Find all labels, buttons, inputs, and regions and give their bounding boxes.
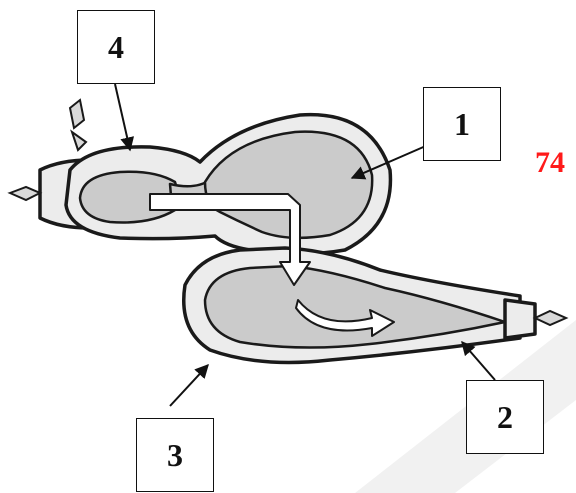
label-box-1: 1 <box>423 87 501 161</box>
leader-line-2 <box>462 342 495 380</box>
label-2-text: 2 <box>497 399 513 436</box>
leader-line-4 <box>115 84 130 150</box>
leader-line-3 <box>170 365 208 406</box>
label-1-text: 1 <box>454 106 470 143</box>
label-box-2: 2 <box>466 380 544 454</box>
label-4-text: 4 <box>108 29 124 66</box>
label-3-text: 3 <box>167 437 183 474</box>
label-box-4: 4 <box>77 10 155 84</box>
label-box-3: 3 <box>136 418 214 492</box>
page-number: 74 <box>535 146 565 180</box>
